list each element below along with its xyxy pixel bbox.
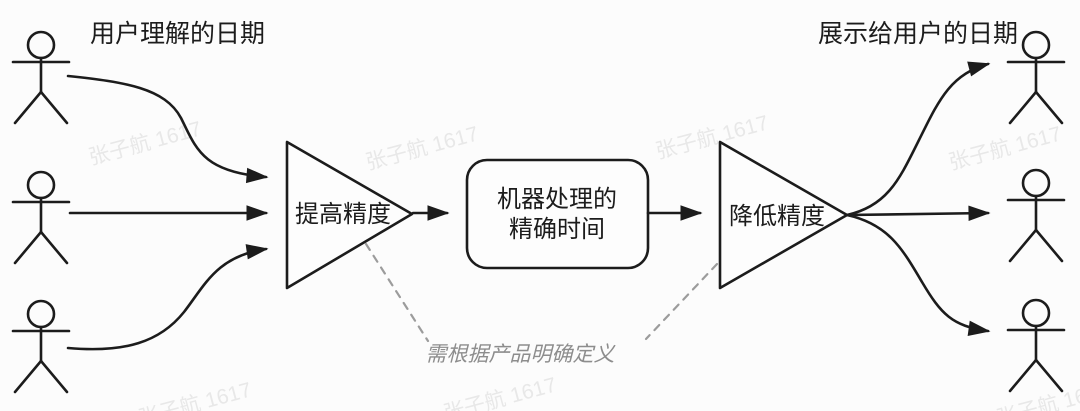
stick-figure-user-right-2 <box>1006 168 1066 263</box>
annotation-leader-left <box>364 242 430 343</box>
left-title: 用户理解的日期 <box>90 20 265 48</box>
decrease-precision-triangle <box>718 140 849 290</box>
machine-time-label-line1: 机器处理的 <box>497 186 617 213</box>
annotation-leader-right <box>644 262 719 341</box>
flow-arrow-out-bottom <box>845 213 991 336</box>
increase-precision-label: 提高精度 <box>295 201 391 228</box>
watermark-text: 张子航 1617 <box>363 122 481 174</box>
flow-arrow-in-top <box>66 74 269 184</box>
watermark-text: 张子航 1617 <box>86 117 204 169</box>
machine-time-box <box>465 158 650 270</box>
stick-figure-user-left-3 <box>11 299 71 394</box>
stick-figure-user-right-3 <box>1006 298 1066 393</box>
flow-arrow-out-middle <box>845 205 991 221</box>
stick-figure-user-left-2 <box>11 170 71 265</box>
machine-time-label-line2: 精确时间 <box>509 216 605 243</box>
watermark-text: 张子航 1617 <box>441 373 559 411</box>
watermark-text: 张子航 1617 <box>136 378 254 411</box>
decrease-precision-label: 降低精度 <box>729 203 825 230</box>
stick-figure-user-left-1 <box>11 30 71 125</box>
right-title: 展示给用户的日期 <box>818 20 1018 48</box>
flow-arrow-out-top <box>845 61 991 217</box>
watermark-text: 张子航 1617 <box>994 378 1080 411</box>
increase-precision-triangle <box>285 140 414 290</box>
watermark-text: 张子航 1617 <box>653 111 771 163</box>
flow-arrow-in-bottom <box>66 244 269 351</box>
watermark-text: 张子航 1617 <box>946 122 1064 174</box>
annotation-text: 需根据产品明确定义 <box>426 343 617 366</box>
